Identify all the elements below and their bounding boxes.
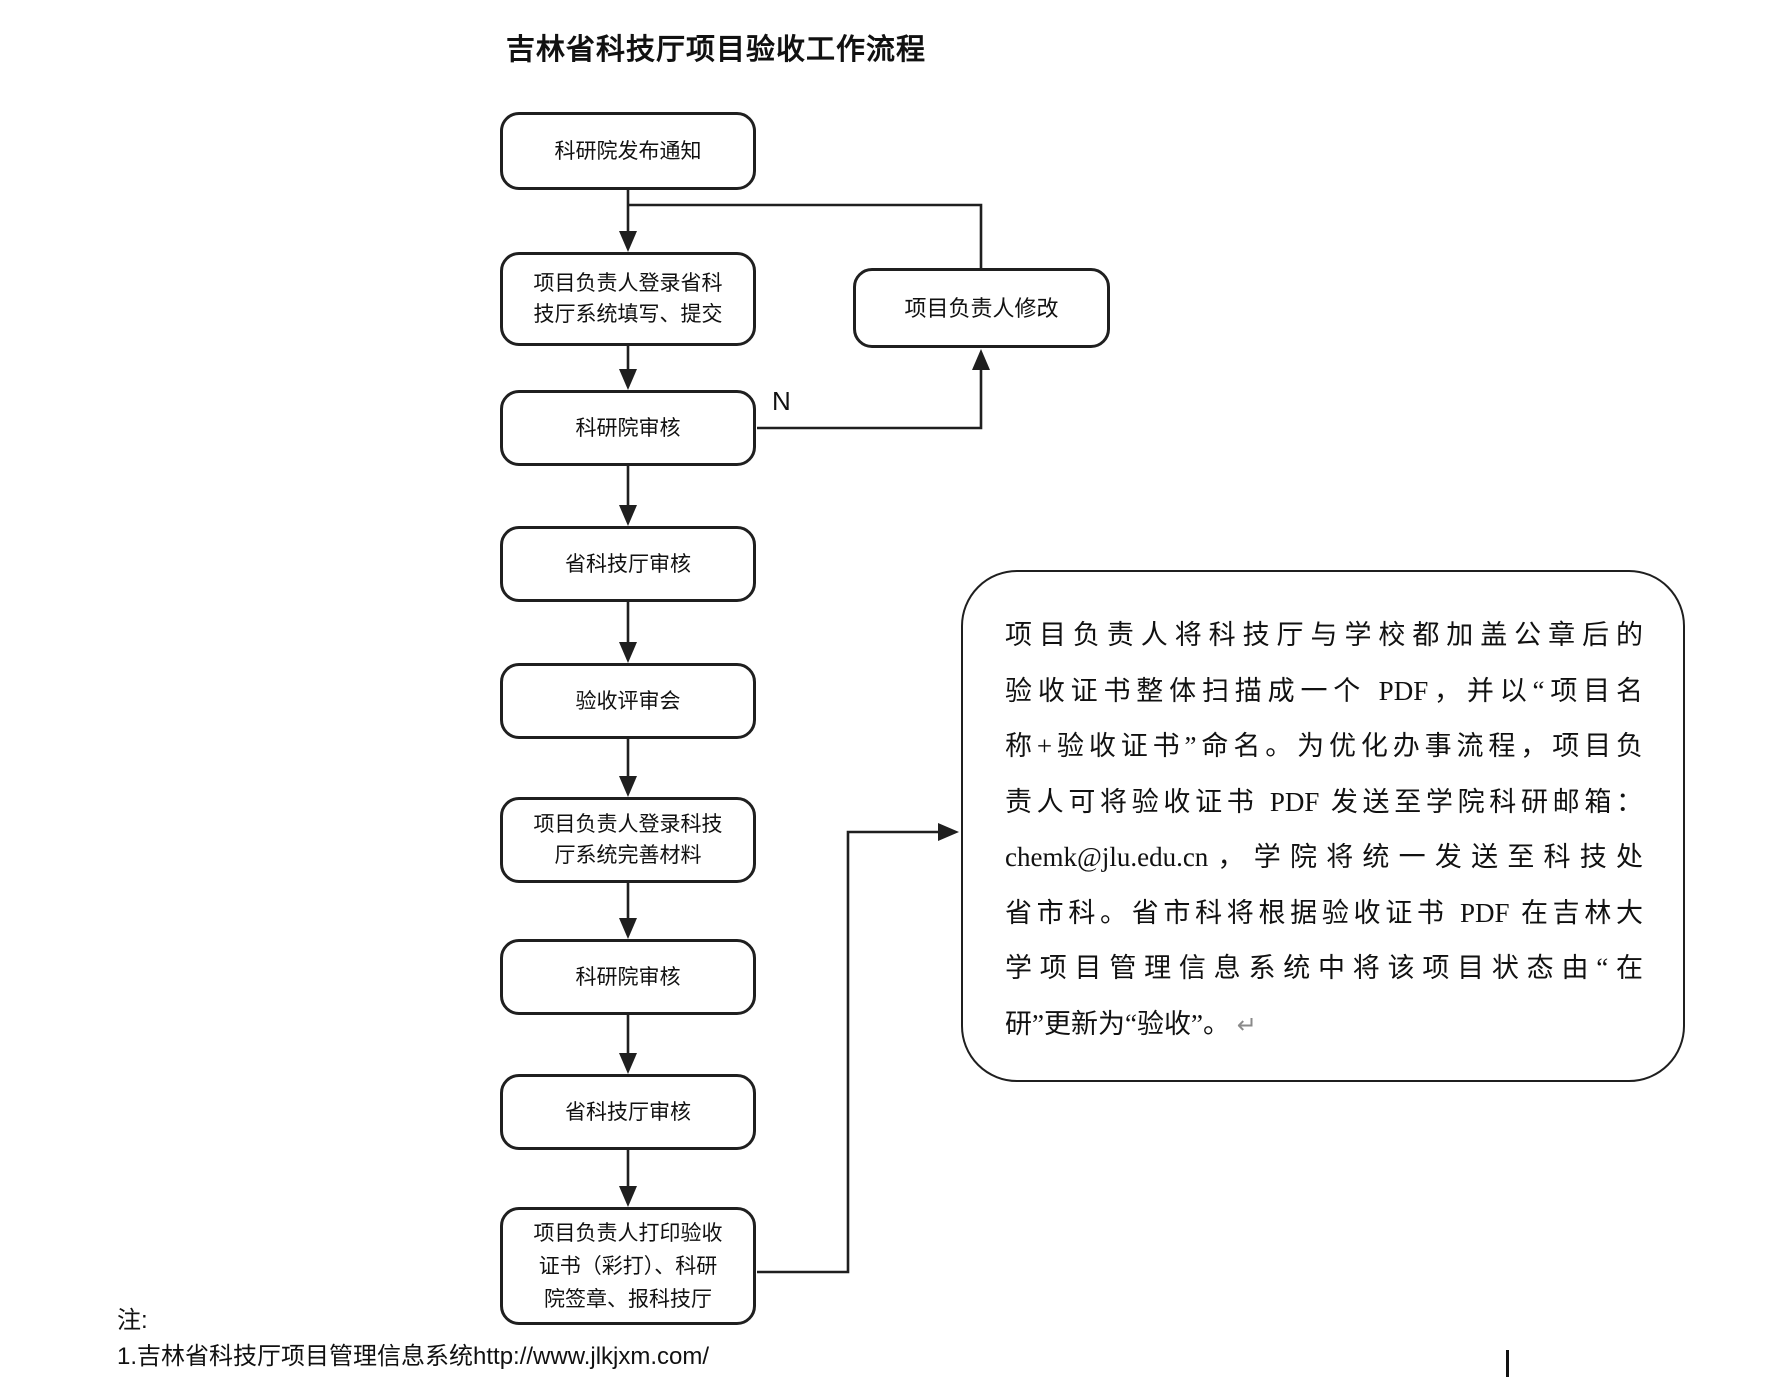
arrowhead-down-icon xyxy=(619,642,637,663)
arrowhead-up-icon xyxy=(972,349,990,370)
flow-step-print-certificate: 项目负责人打印验收 证书（彩打）、科研 院签章、报科技厅 xyxy=(500,1207,756,1325)
footnote-label: 注: xyxy=(117,1307,148,1334)
flow-step-acceptance-meeting: 验收评审会 xyxy=(500,663,756,739)
callout-box: 项目负责人将科技厅与学校都加盖公章后的 验收证书整体扫描成一个 PDF，并以“项… xyxy=(961,570,1685,1082)
flow-step-provincial-review-1: 省科技厅审核 xyxy=(500,526,756,602)
flow-step-publish-notice: 科研院发布通知 xyxy=(500,112,756,190)
arrowhead-down-icon xyxy=(619,1186,637,1207)
page-title: 吉林省科技厅项目验收工作流程 xyxy=(506,34,927,66)
flow-step-leader-login-submit: 项目负责人登录省科 技厅系统填写、提交 xyxy=(500,252,756,346)
connector-step9-callout xyxy=(757,830,938,1274)
arrowhead-down-icon xyxy=(619,231,637,252)
arrowhead-right-icon xyxy=(938,823,959,841)
flow-step-provincial-review-2: 省科技厅审核 xyxy=(500,1074,756,1150)
arrowhead-down-icon xyxy=(619,505,637,526)
flow-step-leader-complete-materials: 项目负责人登录科技 厅系统完善材料 xyxy=(500,797,756,883)
arrowhead-down-icon xyxy=(619,776,637,797)
arrowhead-down-icon xyxy=(619,369,637,390)
footnote-item: 1.吉林省科技厅项目管理信息系统http://www.jlkjxm.com/ xyxy=(117,1343,710,1370)
arrowhead-down-icon xyxy=(619,918,637,939)
connector-revision-return xyxy=(628,203,983,268)
paragraph-return-icon: ↵ xyxy=(1236,1011,1257,1039)
flow-step-institute-review-1: 科研院审核 xyxy=(500,390,756,466)
callout-last-line: 研”更新为“验收”。 xyxy=(1005,1008,1230,1039)
flow-step-institute-review-2: 科研院审核 xyxy=(500,939,756,1015)
flow-step-leader-revise: 项目负责人修改 xyxy=(853,268,1110,348)
text-cursor-mark xyxy=(1506,1350,1509,1377)
connector-step3-revision-N xyxy=(757,370,983,430)
arrowhead-down-icon xyxy=(619,1053,637,1074)
branch-label-n: N xyxy=(772,386,791,416)
